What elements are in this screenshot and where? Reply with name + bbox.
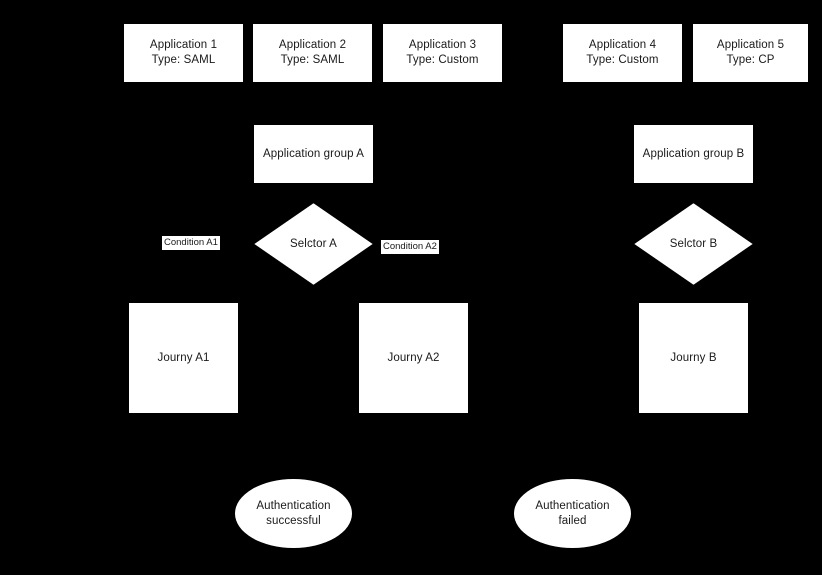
edge-selectorA-to-journyA1: [182, 242, 254, 303]
selector-a-label: Selctor A: [290, 237, 337, 250]
selector-b-shape: [634, 203, 753, 285]
edge-journyA1-to-success: [182, 413, 294, 479]
edge-app5-to-groupB: [692, 82, 754, 125]
journey-a2-box[interactable]: Journy A2: [359, 303, 468, 413]
journey-b-box[interactable]: Journy B: [639, 303, 748, 413]
journey-a1-label: Journy A1: [157, 351, 210, 364]
selector-b-label: Selctor B: [669, 237, 718, 250]
application-group-b-label: Application group B: [642, 147, 745, 160]
application-group-a-box[interactable]: Application group A: [254, 125, 373, 183]
journey-a1-box[interactable]: Journy A1: [129, 303, 238, 413]
condition-a1-text: Condition A1: [164, 237, 218, 248]
application-box-4-label: Application 4 Type: Custom: [586, 39, 659, 66]
condition-a2-text: Condition A2: [383, 241, 437, 252]
journey-a2-label: Journy A2: [387, 351, 440, 364]
application-group-a-label: Application group A: [263, 147, 364, 160]
application-box-3[interactable]: Application 3 Type: Custom: [383, 24, 502, 82]
application-box-2-label: Application 2 Type: SAML: [278, 39, 347, 66]
journey-b-label: Journy B: [670, 351, 717, 364]
application-box-3-label: Application 3 Type: Custom: [406, 39, 479, 66]
application-box-1[interactable]: Application 1 Type: SAML: [124, 24, 243, 82]
application-box-1-label: Application 1 Type: SAML: [149, 39, 218, 66]
selector-a-diamond[interactable]: Selctor A: [254, 203, 373, 285]
application-box-4[interactable]: Application 4 Type: Custom: [563, 24, 682, 82]
condition-a2-label: Condition A2: [381, 240, 439, 254]
edge-app3-to-groupA: [312, 82, 444, 125]
selector-b-diamond[interactable]: Selctor B: [634, 203, 753, 285]
outcome-authentication-failed[interactable]: Authentication failed: [514, 479, 631, 548]
edge-app4-to-groupB: [622, 82, 694, 125]
application-group-b-box[interactable]: Application group B: [634, 125, 753, 183]
outcome-authentication-successful[interactable]: Authentication successful: [235, 479, 352, 548]
edge-journyB-to-failed: [571, 413, 694, 479]
edge-app1-to-groupA: [182, 82, 314, 125]
outcome-failed-label: Authentication failed: [535, 499, 610, 527]
application-box-5[interactable]: Application 5 Type: CP: [693, 24, 808, 82]
application-box-2[interactable]: Application 2 Type: SAML: [253, 24, 372, 82]
edge-journyA2-to-success: [292, 413, 414, 479]
condition-a1-label: Condition A1: [162, 236, 220, 250]
application-box-5-label: Application 5 Type: CP: [716, 39, 785, 66]
outcome-successful-label: Authentication successful: [256, 499, 331, 527]
selector-a-shape: [254, 203, 373, 285]
